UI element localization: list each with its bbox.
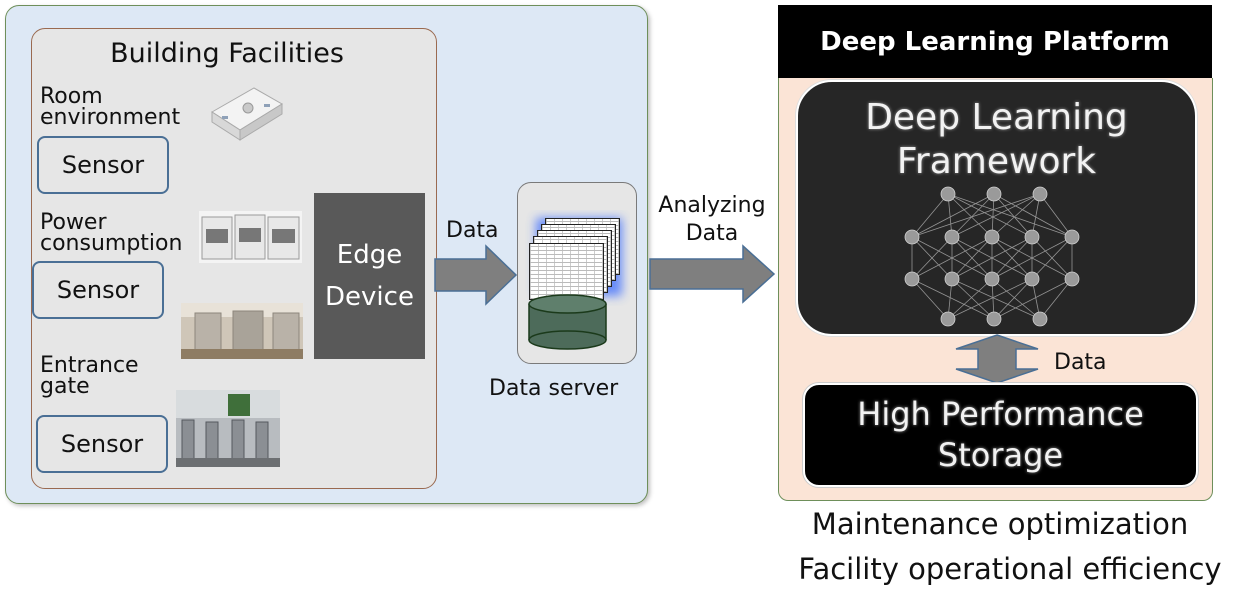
analyzing-data-label: Analyzing Data	[658, 193, 766, 246]
platform-title: Deep Learning Platform	[778, 5, 1212, 78]
neural-network-icon	[904, 186, 1080, 327]
power-consumption-label: Power consumption	[40, 210, 183, 256]
facility-efficiency-text: Facility operational efficiency	[798, 552, 1222, 586]
power-sensor-box: Sensor	[32, 261, 164, 319]
data-flow-label: Data	[446, 218, 499, 243]
entrance-gate-label: Entrance gate	[40, 353, 139, 399]
power-units-image	[199, 211, 302, 263]
data-sheet	[529, 243, 604, 300]
entrance-gate-image	[176, 390, 280, 467]
database-cylinder-icon	[528, 294, 607, 350]
platform-data-label: Data	[1054, 350, 1107, 375]
room-sensor-device-image	[211, 87, 283, 141]
edge-device-box: Edge Device	[314, 193, 425, 359]
entrance-sensor-box: Sensor	[36, 415, 168, 473]
maintenance-optimization-text: Maintenance optimization	[811, 507, 1189, 541]
framework-storage-double-arrow	[955, 334, 1039, 384]
room-sensor-box: Sensor	[37, 136, 169, 194]
framework-title: Deep Learning Framework	[865, 97, 1128, 182]
high-performance-storage-box: High Performance Storage	[803, 383, 1198, 487]
deep-learning-framework-box: Deep Learning Framework	[796, 80, 1197, 336]
building-facilities-title: Building Facilities	[110, 38, 344, 69]
data-server-label: Data server	[489, 376, 619, 401]
edge-to-server-arrow	[434, 244, 518, 306]
room-environment-label: Room environment	[40, 84, 181, 130]
server-to-platform-arrow	[649, 244, 776, 304]
elevator-corridor-image	[181, 303, 303, 359]
